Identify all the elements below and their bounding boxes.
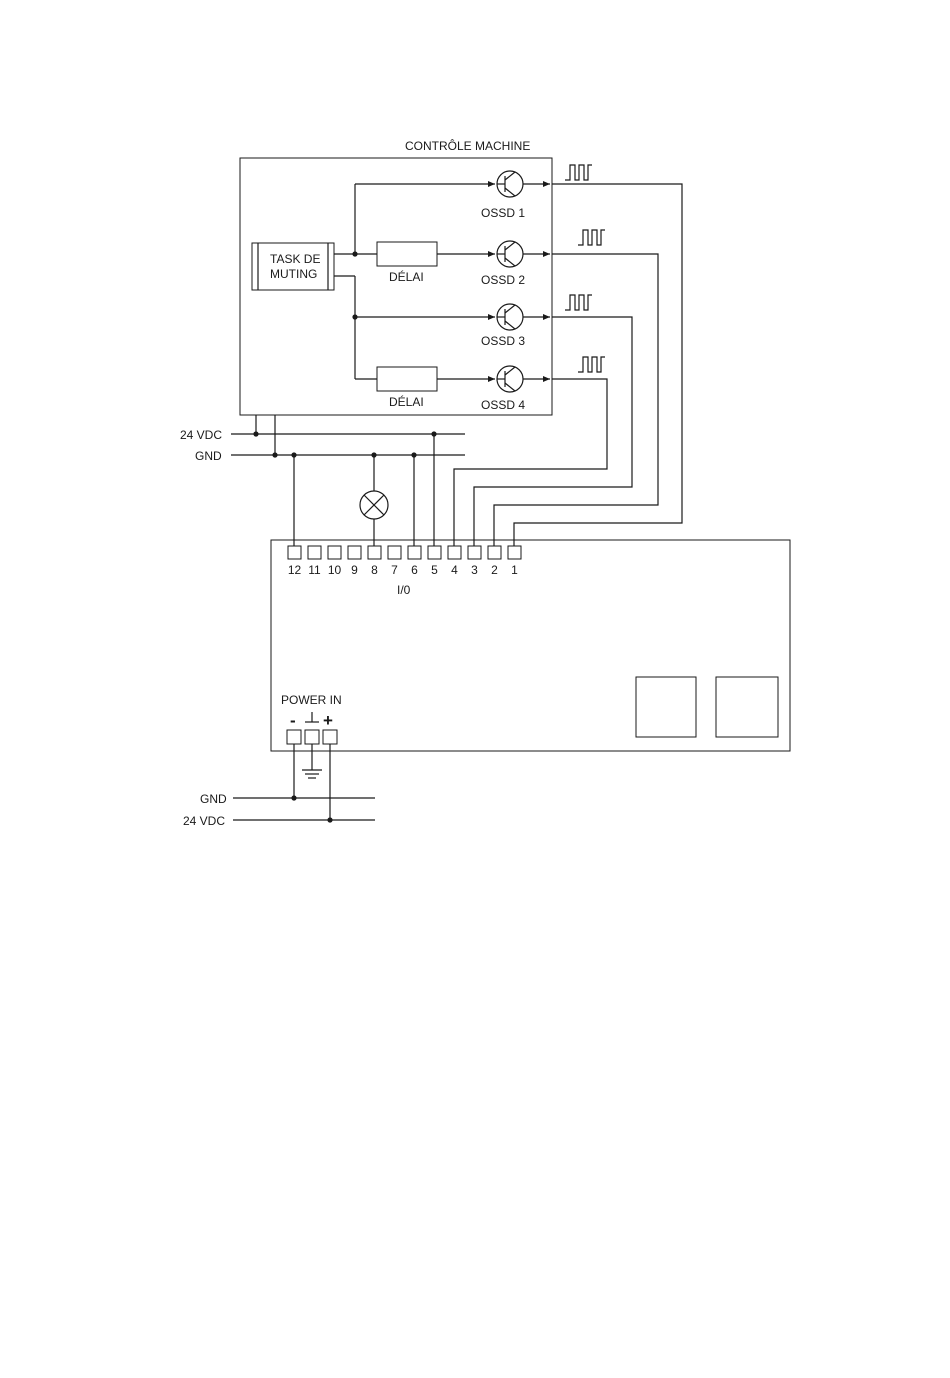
module-panel-right xyxy=(716,677,778,737)
ossd-4-label: OSSD 4 xyxy=(481,398,525,412)
transistor-ossd-4: OSSD 4 xyxy=(481,366,550,412)
earth-ground-icon xyxy=(305,712,319,722)
ossd-output-wires xyxy=(454,184,682,547)
bottom-supply-rails: GND 24 VDC xyxy=(183,744,375,828)
terminal-label-12: 12 xyxy=(288,563,302,577)
transistor-ossd-3: OSSD 3 xyxy=(481,304,550,348)
io-terminal-block: 12 11 10 9 8 7 6 5 4 3 2 1 I/0 xyxy=(288,546,521,597)
transistor-ossd-2: OSSD 2 xyxy=(481,241,550,287)
machine-control-block: CONTRÔLE MACHINE TASK DE MUTING xyxy=(240,138,552,415)
terminal-label-6: 6 xyxy=(411,563,418,577)
terminal-label-4: 4 xyxy=(451,563,458,577)
bottom-rail-24vdc-label: 24 VDC xyxy=(183,814,225,828)
pulse-waveform-icon xyxy=(565,295,592,310)
ossd-3-label: OSSD 3 xyxy=(481,334,525,348)
terminal-label-9: 9 xyxy=(351,563,358,577)
transistor-ossd-1: OSSD 1 xyxy=(481,171,550,220)
delay-block-1: DÉLAI xyxy=(377,242,437,284)
muting-task-label-line1: TASK DE xyxy=(270,252,320,266)
muting-task-block: TASK DE MUTING xyxy=(252,243,334,290)
top-rail-24vdc-label: 24 VDC xyxy=(180,428,222,442)
pulse-waveform-icon xyxy=(578,357,605,372)
lamp-icon xyxy=(360,491,388,519)
pulse-waveform-icons xyxy=(565,165,605,372)
power-minus-symbol: - xyxy=(290,711,296,730)
muting-task-label-line2: MUTING xyxy=(270,267,317,281)
terminal-label-5: 5 xyxy=(431,563,438,577)
terminal-label-3: 3 xyxy=(471,563,478,577)
pulse-waveform-icon xyxy=(578,230,605,245)
power-plus-symbol: + xyxy=(323,711,333,730)
terminal-label-1: 1 xyxy=(511,563,518,577)
machine-control-title: CONTRÔLE MACHINE xyxy=(405,138,530,153)
ossd-2-label: OSSD 2 xyxy=(481,273,525,287)
top-supply-rails: 24 VDC GND xyxy=(180,415,465,547)
terminal-label-2: 2 xyxy=(491,563,498,577)
ground-icon xyxy=(302,770,322,778)
delay-block-2: DÉLAI xyxy=(377,367,437,409)
delay-label-1: DÉLAI xyxy=(389,269,424,284)
power-in-label: POWER IN xyxy=(281,693,342,707)
io-label: I/0 xyxy=(397,583,411,597)
terminal-label-7: 7 xyxy=(391,563,398,577)
ossd-1-label: OSSD 1 xyxy=(481,206,525,220)
terminal-label-10: 10 xyxy=(328,563,342,577)
terminal-label-8: 8 xyxy=(371,563,378,577)
delay-label-2: DÉLAI xyxy=(389,394,424,409)
module-panel-left xyxy=(636,677,696,737)
top-rail-gnd-label: GND xyxy=(195,449,222,463)
power-in-terminal-block: POWER IN - + xyxy=(281,693,342,744)
muting-module: 12 11 10 9 8 7 6 5 4 3 2 1 I/0 POWER IN … xyxy=(271,540,790,751)
pulse-waveform-icon xyxy=(565,165,592,180)
terminal-label-11: 11 xyxy=(308,563,321,577)
bottom-rail-gnd-label: GND xyxy=(200,792,227,806)
